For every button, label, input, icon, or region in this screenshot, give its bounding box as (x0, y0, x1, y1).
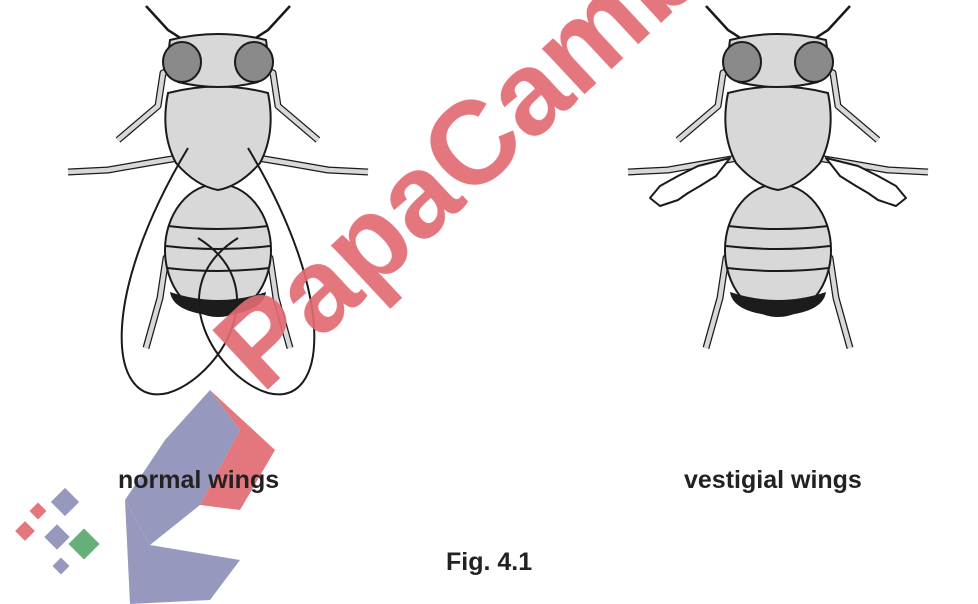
figure-caption: Fig. 4.1 (446, 548, 532, 577)
vestigial-wings-label: vestigial wings (684, 466, 862, 495)
normal-wings-label: normal wings (118, 466, 279, 495)
fly-vestigial-wings (628, 6, 928, 348)
